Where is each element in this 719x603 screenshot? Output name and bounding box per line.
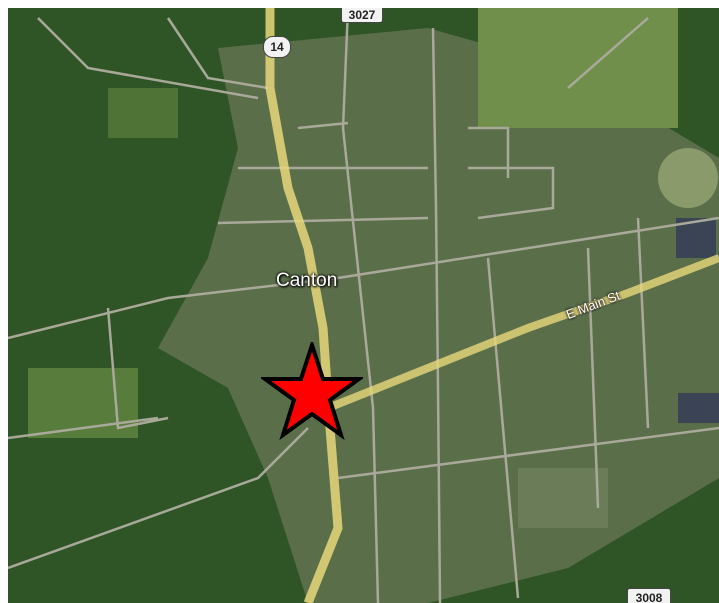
route-3027-shield: 3027 [341,8,383,23]
field-northwest [108,88,178,138]
field-north [478,8,678,128]
building-roof [678,393,719,423]
ballfield [658,148,718,208]
highway-14 [265,8,343,603]
route-14-shield: 14 [263,36,291,58]
industrial-area [518,468,608,528]
e-main-st-road [326,254,719,412]
local-streets [8,8,719,603]
satellite-map[interactable]: Canton E Main St 14 3027 3008 [8,8,719,603]
town-area [158,28,719,603]
route-3008-shield: 3008 [627,588,671,603]
field-west [28,368,138,438]
map-imagery [8,8,719,603]
town-label: Canton [276,270,338,291]
star-marker-icon[interactable] [261,342,363,440]
